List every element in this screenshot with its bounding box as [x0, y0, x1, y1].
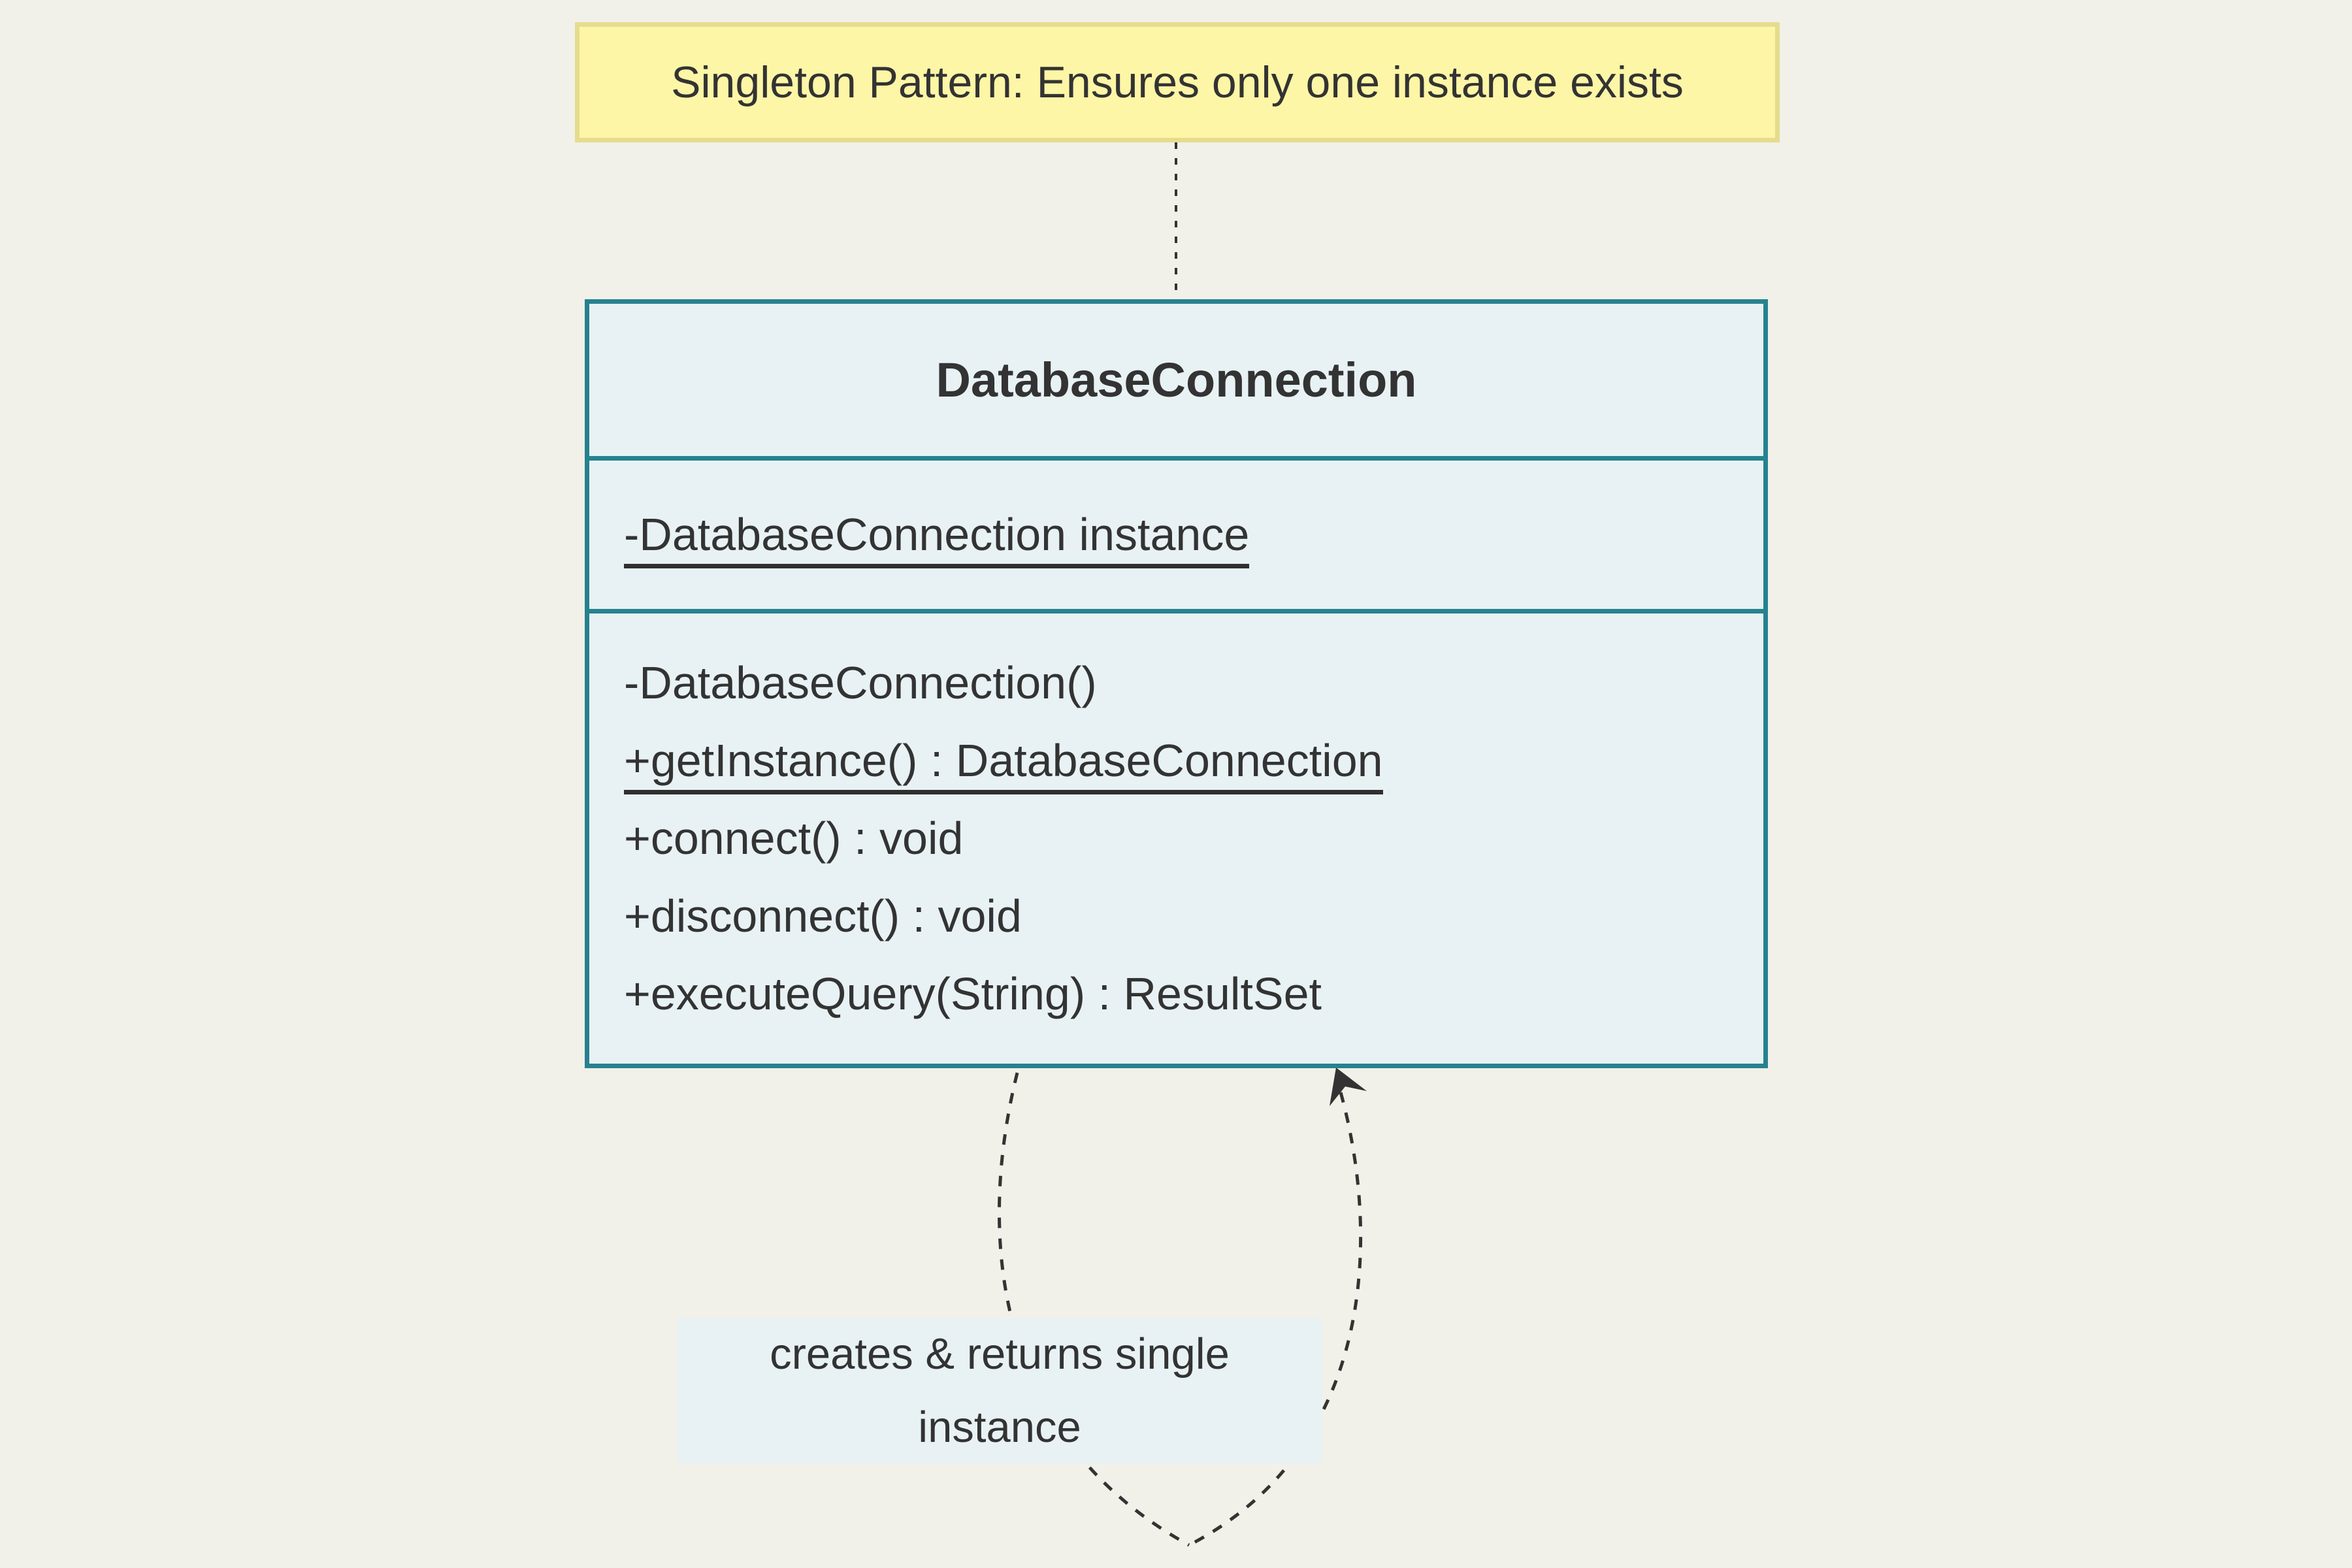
class-methods-section: -DatabaseConnection() +getInstance() : D…: [589, 613, 1763, 1064]
self-loop-label: creates & returns single instance: [678, 1318, 1322, 1463]
attribute-instance: -DatabaseConnection instance: [624, 496, 1763, 574]
method-constructor-text: -DatabaseConnection(): [624, 657, 1097, 708]
self-loop-label-line2: instance: [918, 1403, 1081, 1452]
method-getinstance-text: +getInstance() : DatabaseConnection: [624, 735, 1383, 794]
method-executequery: +executeQuery(String) : ResultSet: [624, 955, 1763, 1033]
attribute-instance-text: -DatabaseConnection instance: [624, 509, 1250, 568]
method-connect: +connect() : void: [624, 800, 1763, 877]
method-getinstance: +getInstance() : DatabaseConnection: [624, 722, 1763, 800]
self-loop-label-line1: creates & returns single: [770, 1330, 1230, 1379]
method-connect-text: +connect() : void: [624, 813, 964, 864]
singleton-note: Singleton Pattern: Ensures only one inst…: [575, 22, 1780, 142]
class-box-databaseconnection: DatabaseConnection -DatabaseConnection i…: [585, 299, 1768, 1068]
method-disconnect: +disconnect() : void: [624, 877, 1763, 955]
singleton-note-text: Singleton Pattern: Ensures only one inst…: [671, 57, 1684, 107]
class-attributes-section: -DatabaseConnection instance: [589, 461, 1763, 613]
method-disconnect-text: +disconnect() : void: [624, 890, 1022, 941]
self-loop-arrowhead: [1330, 1068, 1367, 1106]
method-executequery-text: +executeQuery(String) : ResultSet: [624, 968, 1322, 1019]
class-title: DatabaseConnection: [589, 304, 1763, 461]
self-loop-left-curve: [998, 1072, 1190, 1547]
self-loop-right-curve: [1188, 1092, 1363, 1547]
method-constructor: -DatabaseConnection(): [624, 644, 1763, 722]
